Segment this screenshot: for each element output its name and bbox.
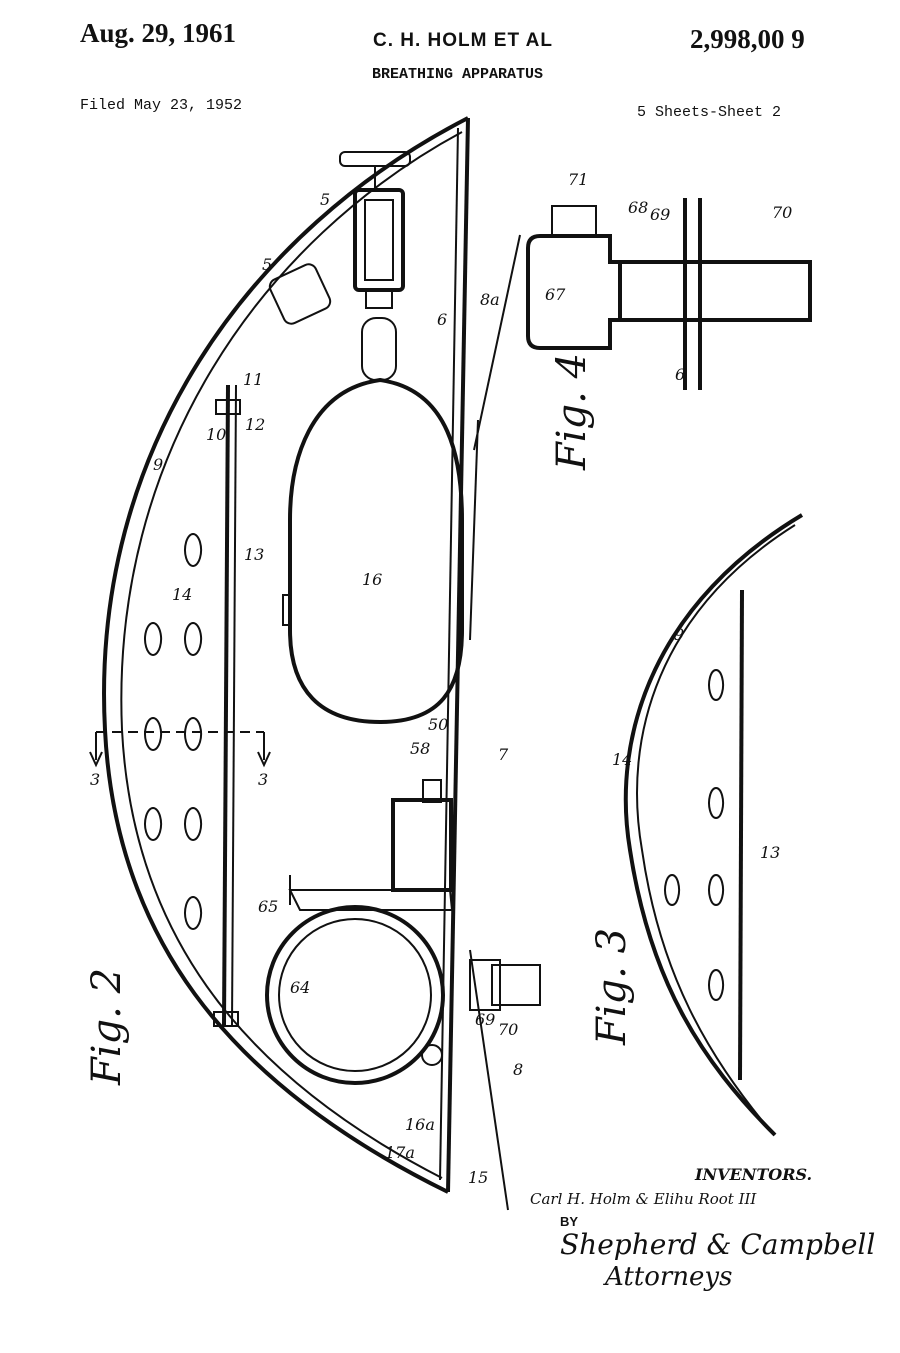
fig2-regulator-inner bbox=[364, 199, 394, 281]
ref-9b: 9 bbox=[674, 625, 684, 644]
inventors-heading: INVENTORS. bbox=[695, 1165, 813, 1184]
reference-numerals: 5 5 6 6 7 8 8a 9 9 10 11 12 13 13 14 14 … bbox=[90, 170, 792, 1187]
fig3-vent-hole bbox=[664, 669, 725, 1001]
fig2-valve-box bbox=[391, 798, 453, 892]
section-mark-3a: 3 bbox=[90, 770, 100, 789]
fig3-label: Fig. 3 bbox=[589, 928, 635, 1046]
fig2-regulator-body bbox=[353, 188, 405, 292]
ref-5b: 5 bbox=[262, 255, 272, 274]
fig2-regulator-nut bbox=[365, 289, 393, 309]
attorneys-label: Attorneys bbox=[605, 1262, 733, 1292]
fig2-flap-8 bbox=[469, 949, 509, 1211]
ref-6: 6 bbox=[437, 310, 447, 329]
fig4-drawing: Fig. 4 bbox=[526, 198, 812, 471]
ref-70b: 70 bbox=[498, 1020, 518, 1039]
fig2-vent-hole bbox=[144, 533, 203, 930]
fig2-flap-8a bbox=[473, 234, 521, 451]
ref-58: 58 bbox=[410, 739, 430, 758]
fig2-canister-outer bbox=[265, 905, 445, 1085]
fig2-bracket-bottom bbox=[213, 1011, 239, 1027]
fig2-bracket-top bbox=[215, 399, 241, 415]
patent-title: BREATHING APPARATUS bbox=[372, 66, 544, 83]
section-mark-3b: 3 bbox=[258, 770, 268, 789]
fig2-canister-strap bbox=[288, 875, 454, 911]
fig2-mount-strip bbox=[469, 419, 479, 641]
fig2-back-plate bbox=[446, 117, 470, 1193]
ref-14: 14 bbox=[172, 585, 192, 604]
ref-12: 12 bbox=[245, 415, 265, 434]
fig2-drawing: Fig. 2 bbox=[84, 116, 541, 1211]
fig2-valve-block bbox=[268, 263, 332, 325]
ref-50: 50 bbox=[428, 715, 448, 734]
filing-date: Filed May 23, 1952 bbox=[80, 97, 243, 114]
ref-7: 7 bbox=[498, 745, 509, 764]
ref-64: 64 bbox=[290, 978, 310, 997]
fig2-hose-fitting bbox=[469, 959, 501, 1011]
fig4-label: Fig. 4 bbox=[549, 353, 595, 471]
ref-16: 16 bbox=[362, 570, 382, 589]
fig2-cylinder-neck bbox=[361, 317, 397, 381]
fig2-valve-stem-58 bbox=[422, 779, 442, 803]
fig2-inner-wall bbox=[222, 384, 230, 1026]
fig2-inner-shell bbox=[120, 131, 463, 1179]
fig2-inner-wall-b bbox=[231, 384, 237, 1026]
fig3-shell-inner bbox=[636, 524, 796, 1129]
ref-15: 15 bbox=[468, 1168, 488, 1187]
ref-9: 9 bbox=[153, 455, 163, 474]
fig3-inner-wall bbox=[738, 589, 744, 1081]
patent-date: Aug. 29, 1961 bbox=[80, 18, 237, 48]
ref-17a: 17a bbox=[385, 1143, 415, 1162]
fig4-cap-top bbox=[551, 205, 597, 237]
ref-71: 71 bbox=[568, 170, 588, 189]
ref-11: 11 bbox=[243, 370, 263, 389]
fig2-canister-pivot bbox=[421, 1044, 443, 1066]
inventor-short-name: C. H. HOLM ET AL bbox=[373, 30, 553, 51]
ref-68: 68 bbox=[628, 198, 648, 217]
attorney-firm-signature: Shepherd & Campbell bbox=[560, 1228, 876, 1261]
fig2-outer-shell bbox=[102, 116, 469, 1194]
ref-70: 70 bbox=[772, 203, 792, 222]
sheet-count: 5 Sheets-Sheet 2 bbox=[637, 104, 782, 121]
fig2-label: Fig. 2 bbox=[84, 968, 130, 1086]
fig2-clamp bbox=[282, 594, 292, 626]
ref-69: 69 bbox=[650, 205, 670, 224]
ref-8a: 8a bbox=[480, 290, 500, 309]
fig2-oxygen-cylinder bbox=[288, 377, 464, 725]
ref-69b: 69 bbox=[475, 1010, 495, 1029]
ref-14b: 14 bbox=[612, 750, 632, 769]
ref-13b: 13 bbox=[760, 843, 780, 862]
inventor-names: Carl H. Holm & Elihu Root III bbox=[530, 1190, 757, 1208]
ref-5a: 5 bbox=[320, 190, 330, 209]
fig4-tube bbox=[618, 260, 812, 322]
fig3-shell bbox=[623, 513, 804, 1137]
by-label: BY bbox=[560, 1214, 579, 1229]
ref-16a: 16a bbox=[405, 1115, 435, 1134]
fig2-back-plate-inner bbox=[439, 127, 459, 1181]
ref-67: 67 bbox=[545, 285, 566, 304]
ref-65: 65 bbox=[258, 897, 278, 916]
ref-10: 10 bbox=[206, 425, 226, 444]
ref-6b: 6 bbox=[675, 365, 685, 384]
fig2-canister-inner bbox=[278, 918, 432, 1072]
fig3-drawing: Fig. 3 bbox=[589, 513, 804, 1137]
ref-8: 8 bbox=[513, 1060, 523, 1079]
fig4-cap bbox=[526, 234, 622, 350]
fig2-section-arrows bbox=[89, 732, 271, 768]
patent-number: 2,998,00 9 bbox=[690, 24, 805, 54]
fig2-hose bbox=[491, 964, 541, 1006]
ref-13: 13 bbox=[244, 545, 264, 564]
